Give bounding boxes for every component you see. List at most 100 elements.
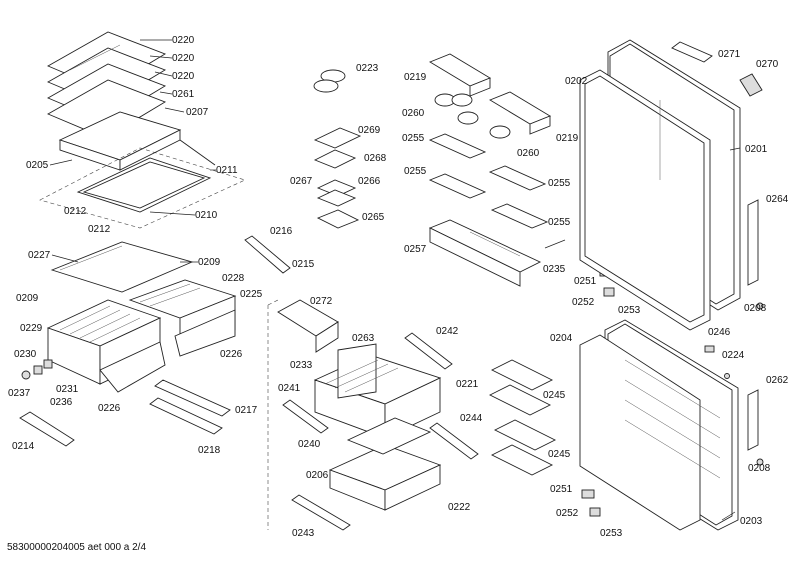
part-label: 0236 — [50, 397, 73, 408]
part-label: 0241 — [278, 383, 301, 394]
separator-line — [267, 299, 279, 306]
part-label: 0264 — [766, 194, 789, 205]
part-label: 0243 — [292, 528, 315, 539]
part-label: 0240 — [298, 439, 321, 450]
egg-trays-upper — [434, 93, 511, 139]
part-label: 0231 — [56, 384, 79, 395]
part-label: 0210 — [195, 210, 218, 221]
part-label: 0211 — [216, 165, 238, 176]
handles — [747, 199, 759, 451]
crisper-cover — [50, 241, 194, 293]
part-label: 0246 — [708, 327, 731, 338]
part-label: 0217 — [235, 405, 258, 416]
part-label: 0224 — [722, 350, 745, 361]
part-label: 0212 — [64, 206, 87, 217]
part-label: 0266 — [358, 176, 381, 187]
part-label: 0251 — [550, 484, 573, 495]
part-label: 0221 — [456, 379, 479, 390]
drawer-middle-lower — [328, 417, 442, 511]
part-label: 0257 — [404, 244, 427, 255]
part-label: 0272 — [310, 296, 333, 307]
part-label: 0202 — [565, 76, 588, 87]
part-label: 0253 — [600, 528, 623, 539]
part-label: 0212 — [88, 224, 111, 235]
door-lower — [579, 319, 739, 531]
part-label: 0227 — [28, 250, 51, 261]
part-label: 0265 — [362, 212, 385, 223]
compartment-box — [316, 179, 360, 229]
part-label: 0268 — [364, 153, 387, 164]
part-label: 0226 — [98, 403, 121, 414]
part-label: 0214 — [12, 441, 35, 452]
part-label: 0220 — [172, 71, 195, 82]
glass-shelf-stack — [46, 31, 167, 139]
rails-middle — [282, 332, 479, 531]
part-label: 0261 — [172, 89, 195, 100]
clips — [704, 302, 764, 466]
part-label: 0222 — [448, 502, 471, 513]
part-label: 0204 — [550, 333, 573, 344]
egg-insert — [313, 69, 346, 93]
part-label: 0242 — [436, 326, 459, 337]
diagram-footer-code: 58300000204005 aet 000 a 2/4 — [7, 542, 147, 553]
part-label: 0255 — [548, 178, 571, 189]
part-label: 0215 — [292, 259, 315, 270]
part-label: 0225 — [240, 289, 263, 300]
part-label: 0270 — [756, 59, 779, 70]
part-label: 0252 — [556, 508, 579, 519]
part-label: 0253 — [618, 305, 641, 316]
part-label: 0201 — [745, 144, 768, 155]
door-bins — [428, 53, 552, 287]
part-label: 0218 — [198, 445, 221, 456]
part-label: 0226 — [220, 349, 243, 360]
part-label: 0237 — [8, 388, 31, 399]
part-label: 0260 — [517, 148, 540, 159]
part-label: 0219 — [556, 133, 579, 144]
part-label: 0244 — [460, 413, 483, 424]
part-label: 0203 — [740, 516, 763, 527]
rails-left — [19, 379, 231, 447]
drawer-left — [46, 299, 166, 393]
small-parts — [21, 359, 53, 380]
part-label: 0269 — [358, 125, 381, 136]
shelf-frame — [58, 111, 182, 171]
compartment-lid — [313, 127, 362, 169]
part-label: 0216 — [270, 226, 293, 237]
part-label: 0252 — [572, 297, 595, 308]
part-label: 0271 — [718, 49, 741, 60]
part-label: 0208 — [748, 463, 771, 474]
module-0270 — [739, 73, 763, 97]
glass-shelf-lower — [39, 139, 246, 229]
ice-trays — [488, 359, 557, 476]
part-label: 0233 — [290, 360, 313, 371]
part-label: 0228 — [222, 273, 245, 284]
part-label: 0251 — [574, 276, 597, 287]
part-label: 0208 — [744, 303, 767, 314]
part-label: 0205 — [26, 160, 49, 171]
label-plate-0271 — [671, 41, 713, 63]
part-label: 0262 — [766, 375, 789, 386]
drawer-right — [128, 279, 237, 357]
part-label: 0255 — [548, 217, 571, 228]
part-label: 0219 — [404, 72, 427, 83]
rail-0216 — [244, 235, 291, 274]
part-label: 0220 — [172, 53, 195, 64]
part-label: 0267 — [290, 176, 313, 187]
part-label: 0206 — [306, 470, 329, 481]
part-label: 0235 — [543, 264, 566, 275]
part-label: 0220 — [172, 35, 195, 46]
part-label: 0209 — [16, 293, 39, 304]
part-label: 0263 — [352, 333, 375, 344]
part-label: 0223 — [356, 63, 379, 74]
part-labels: 0220 0220 0220 0261 0207 0205 0211 0212 … — [8, 35, 789, 539]
drawer-middle-upper — [313, 343, 442, 439]
dairy-cover-0272 — [277, 299, 339, 353]
part-label: 0207 — [186, 107, 209, 118]
door-upper — [579, 39, 741, 331]
part-label: 0245 — [543, 390, 566, 401]
part-label: 0229 — [20, 323, 43, 334]
part-label: 0209 — [198, 257, 221, 268]
leader-lines — [49, 39, 741, 521]
